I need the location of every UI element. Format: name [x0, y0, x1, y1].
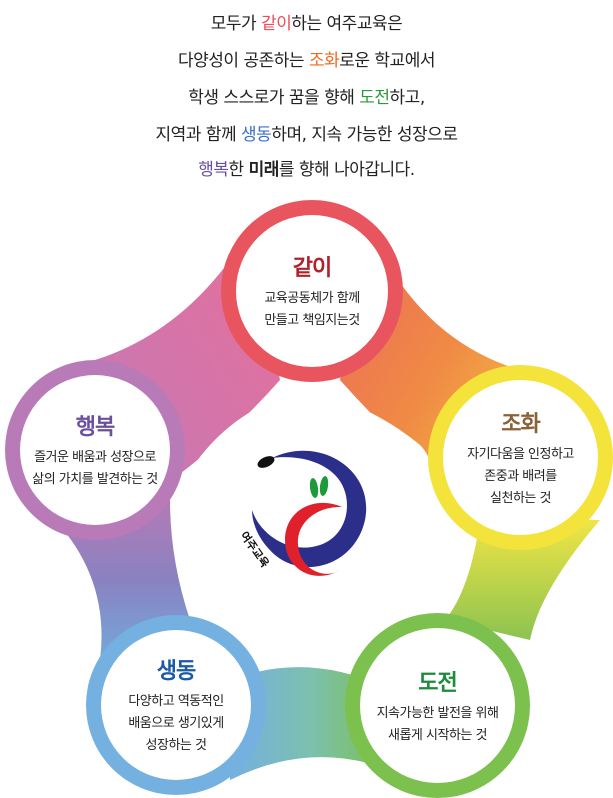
intro-text-part: 조화 — [308, 51, 340, 71]
node-title: 행복 — [75, 415, 115, 440]
desc-line: 존중과 배려를 — [484, 468, 557, 484]
node-title: 도전 — [418, 670, 457, 696]
intro-text-part: 하며, 지속 가능한 성장으로 — [271, 125, 458, 145]
desc-line: 배움으로 생기있게 — [128, 716, 224, 731]
logo-dot-icon — [257, 456, 275, 468]
intro-text-part: 미래 — [248, 160, 280, 180]
node-harmony: 조화 자기다움을 인정하고 존중과 배려를 실천하는 것 — [443, 380, 598, 535]
node-desc: 자기다움을 인정하고 존중과 배려를 실천하는 것 — [467, 444, 574, 510]
intro-text-part: 로운 학교에서 — [339, 51, 435, 71]
logo-red-crescent-icon — [285, 502, 342, 576]
intro-line-3: 학생 스스로가 꿈을 향해 도전하고, — [0, 88, 613, 108]
desc-line: 즐거운 배움과 성장으로 — [34, 450, 156, 465]
intro-text-part: 학생 스스로가 꿈을 향해 — [188, 88, 360, 108]
node-together: 같이 교육공동체가 함께 만들고 책임지는것 — [236, 215, 388, 367]
node-title: 조화 — [501, 411, 540, 437]
node-desc: 다양하고 역동적인 배움으로 생기있게 성장하는 것 — [128, 691, 224, 757]
logo-navy-crescent-icon — [252, 450, 367, 568]
node-desc: 즐거운 배움과 성장으로 삶의 가치를 발견하는 것 — [32, 447, 158, 491]
intro-line-2: 다양성이 공존하는 조화로운 학교에서 — [0, 51, 613, 71]
intro-line-1: 모두가 같이하는 여주교육은 — [0, 14, 613, 34]
desc-line: 성장하는 것 — [145, 738, 207, 753]
node-title: 같이 — [292, 256, 332, 281]
logo-sprout-icon — [309, 476, 329, 498]
desc-line: 자기다움을 인정하고 — [467, 446, 574, 462]
intro-text-part: 생동 — [241, 125, 272, 145]
intro-text-part: 도전 — [359, 88, 390, 108]
desc-line: 다양하고 역동적인 — [128, 694, 224, 709]
intro-text-part: 한 — [228, 160, 249, 180]
node-desc: 지속가능한 발전을 위해 새롭게 시작하는 것 — [377, 703, 499, 747]
intro-text-part: 하는 여주교육은 — [291, 14, 403, 34]
intro-text-part: 하고, — [389, 88, 426, 108]
node-happiness: 행복 즐거운 배움과 성장으로 삶의 가치를 발견하는 것 — [20, 375, 170, 525]
desc-line: 실천하는 것 — [490, 490, 551, 506]
desc-line: 교육공동체가 함께 — [264, 291, 360, 306]
desc-line: 만들고 책임지는것 — [264, 313, 360, 328]
intro-line-5: 행복한 미래를 향해 나아갑니다. — [0, 160, 613, 180]
node-desc: 교육공동체가 함께 만들고 책임지는것 — [264, 288, 360, 332]
node-vitality: 생동 다양하고 역동적인 배움으로 생기있게 성장하는 것 — [101, 630, 251, 780]
yeoju-education-logo: 여주교육 — [238, 450, 367, 576]
node-challenge: 도전 지속가능한 발전을 위해 새롭게 시작하는 것 — [360, 628, 515, 783]
desc-line: 지속가능한 발전을 위해 — [376, 705, 499, 721]
intro-line-4: 지역과 함께 생동하며, 지속 가능한 성장으로 — [0, 125, 613, 145]
intro-text-part: 같이 — [261, 14, 292, 34]
values-diagram: 같이 교육공동체가 함께 만들고 책임지는것 조화 자기다움을 인정하고 존중과… — [0, 195, 613, 798]
desc-line: 새롭게 시작하는 것 — [388, 727, 487, 743]
intro-text-part: 를 향해 나아갑니다. — [278, 160, 415, 180]
desc-line: 삶의 가치를 발견하는 것 — [32, 472, 158, 487]
intro-text-part: 지역과 함께 — [155, 125, 242, 145]
intro-text-part: 모두가 — [210, 14, 262, 34]
intro-text-part: 다양성이 공존하는 — [178, 51, 309, 71]
node-title: 생동 — [156, 659, 196, 684]
intro-text-part: 행복 — [198, 160, 229, 180]
